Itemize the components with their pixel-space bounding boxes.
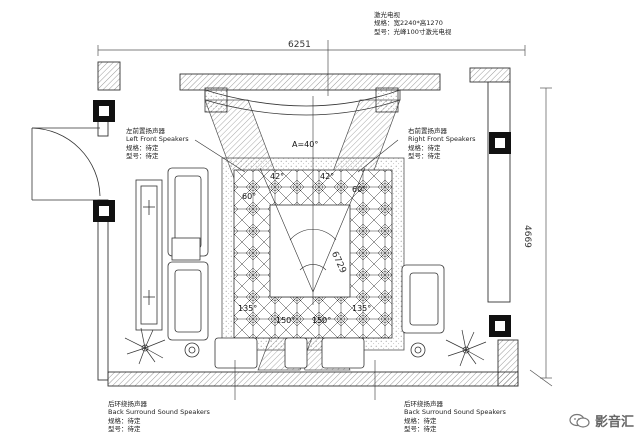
callout-right-back-title-en: Back Surround Sound Speakers <box>404 408 506 417</box>
right-armchair <box>401 264 445 334</box>
sight-lines <box>259 96 366 305</box>
callout-left-front-title-en: Left Front Speakers <box>126 135 189 144</box>
angle-front-right: 42° <box>320 172 335 181</box>
callout-left-back-title-cn: 后环绕扬声器 <box>108 400 147 408</box>
callout-right-back-spec: 规格：待定 <box>404 416 437 425</box>
callout-left-back-spec: 规格：待定 <box>108 416 141 425</box>
left-sofa <box>167 167 209 341</box>
callout-right-front-title-en: Right Front Speakers <box>408 135 476 144</box>
callout-left-front-title-cn: 左前置扬声器 <box>126 127 165 135</box>
angle-front-left: 42° <box>270 172 285 181</box>
bottom-seats <box>184 337 426 369</box>
callout-screen-model: 型号：光峰100寸激光电视 <box>374 27 452 36</box>
wechat-icon <box>569 413 591 429</box>
width-dimension: 6251 <box>288 40 311 50</box>
callout-screen-spec: 规格：宽2240*高1270 <box>374 19 443 28</box>
speaker-left-front <box>93 100 115 122</box>
callout-left-back: 后环绕扬声器 Back Surround Sound Speakers 规格：待… <box>108 400 210 434</box>
plant-right <box>445 329 487 367</box>
watermark-text: 影音汇 <box>594 415 634 430</box>
callout-screen-title: 激光电视 <box>374 11 400 19</box>
door <box>31 127 101 201</box>
angle-left-135: 135° <box>238 304 258 313</box>
angle-right-150: 150° <box>312 316 332 325</box>
callout-left-front-spec: 规格：待定 <box>126 143 159 152</box>
angle-right-135: 135° <box>352 304 372 313</box>
callout-leaders <box>194 40 399 400</box>
walls <box>97 61 519 387</box>
callout-left-back-model: 型号：待定 <box>108 425 141 434</box>
callout-right-back: 后环绕扬声器 Back Surround Sound Speakers 规格：待… <box>404 400 506 434</box>
callout-left-front: 左前置扬声器 Left Front Speakers 规格：待定 型号：待定 <box>126 127 189 161</box>
angle-left-60: 60° <box>242 192 257 201</box>
height-dimension: 4669 <box>522 225 532 248</box>
callout-right-front-model: 型号：待定 <box>408 152 441 161</box>
angle-center: A=40° <box>292 140 319 149</box>
angle-left-150: 150° <box>276 316 296 325</box>
callout-right-front-spec: 规格：待定 <box>408 143 441 152</box>
speaker-left-mid <box>93 200 115 222</box>
callout-right-back-model: 型号：待定 <box>404 425 437 434</box>
speaker-right-back <box>489 315 511 337</box>
right-dimension-line <box>529 87 553 387</box>
left-console <box>135 179 163 331</box>
speaker-right-front <box>489 132 511 154</box>
angle-right-60: 60° <box>352 185 367 194</box>
watermark: 影音汇 <box>569 411 634 430</box>
callout-left-front-model: 型号：待定 <box>126 152 159 161</box>
callout-right-front: 右前置扬声器 Right Front Speakers 规格：待定 型号：待定 <box>408 127 476 161</box>
top-dimension-line <box>97 45 526 56</box>
callout-right-front-title-cn: 右前置扬声器 <box>408 127 447 135</box>
callout-right-back-title-cn: 后环绕扬声器 <box>404 400 443 408</box>
plant-left <box>124 327 166 365</box>
callout-left-back-title-en: Back Surround Sound Speakers <box>108 408 210 417</box>
callout-screen: 激光电视 规格：宽2240*高1270 型号：光峰100寸激光电视 <box>374 11 451 36</box>
